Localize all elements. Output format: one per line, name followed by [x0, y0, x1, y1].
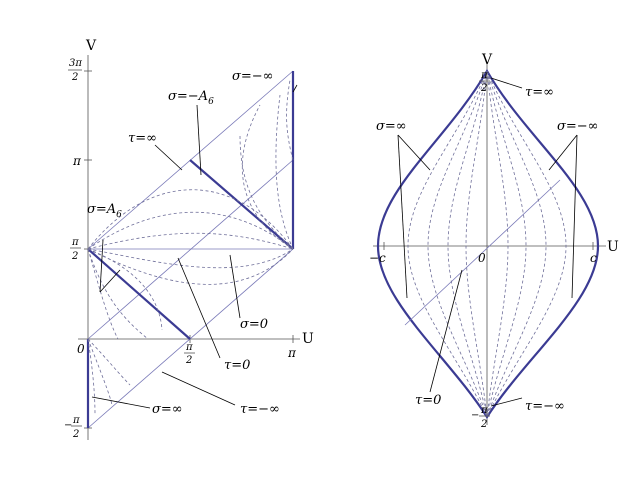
- left-label-sigma-A6: σ=A6: [87, 202, 122, 220]
- right-diagram: V U π 2 − π 2 −c 0 c τ=∞ τ=−∞ σ=∞ σ=−∞ τ…: [369, 52, 619, 430]
- left-label-tau-inf: τ=∞: [128, 131, 157, 146]
- left-tick-3pi2-den: 2: [71, 72, 78, 83]
- left-sigma-mA6-line: [189, 159, 294, 250]
- right-level-curves: [407, 70, 567, 418]
- left-label-tau-zero: τ=0: [224, 358, 250, 373]
- left-tick-mpi2-den: 2: [72, 429, 79, 440]
- right-tick-top-num: π: [480, 70, 488, 81]
- left-tick-pi-label: π: [72, 154, 82, 168]
- left-tick-pi-x-label: π: [287, 346, 297, 360]
- right-label-sigma-minf: σ=−∞: [557, 119, 599, 134]
- left-tick-pi2x-den: 2: [185, 355, 192, 366]
- left-label-sigma-minf: σ=−∞: [232, 69, 274, 84]
- left-tick-mpi2-sign: −: [64, 420, 72, 431]
- left-sigma-A6-line: [87, 248, 191, 340]
- left-tick-pi2x-num: π: [185, 342, 193, 353]
- left-axis-v-label: V: [85, 38, 97, 54]
- right-tick-bot-sign: −: [471, 410, 479, 421]
- right-label-tau-minf: τ=−∞: [525, 399, 565, 414]
- left-diagram: V U 3π 2 π π 2 0 − π 2 π 2 π σ=−∞ σ=−A6 …: [64, 38, 314, 440]
- right-tick-mc-label: −c: [369, 251, 386, 265]
- right-tick-bot-den: 2: [480, 419, 487, 430]
- left-label-sigma-zero: σ=0: [240, 317, 268, 332]
- left-tick-mpi2-num: π: [72, 415, 80, 426]
- left-diagonal-tau0: [87, 159, 294, 340]
- right-axis-u-label: U: [607, 239, 619, 255]
- right-diagonal-tau0: [404, 179, 561, 326]
- right-tick-zero: 0: [478, 251, 486, 265]
- right-label-tau-inf: τ=∞: [525, 85, 554, 100]
- left-axis-u-label: U: [302, 331, 314, 347]
- left-level-curves: [87, 79, 294, 416]
- right-tick-bot-num: π: [480, 405, 488, 416]
- left-tick-pi2-num: π: [71, 237, 79, 248]
- left-tick-3pi2-num: 3π: [69, 58, 82, 69]
- right-tick-c-label: c: [590, 251, 597, 265]
- right-annotation-arrows: [397, 77, 578, 407]
- left-label-sigma-mA6: σ=−A6: [168, 89, 214, 107]
- left-tick-zero: 0: [77, 342, 85, 356]
- left-annotation-arrows: [91, 84, 298, 409]
- right-tick-top-den: 2: [480, 83, 487, 94]
- left-label-sigma-inf: σ=∞: [152, 402, 183, 417]
- left-tick-pi2-den: 2: [71, 251, 78, 262]
- right-label-tau-zero: τ=0: [415, 393, 441, 408]
- left-boundary-lower: [87, 248, 294, 429]
- left-label-tau-minf: τ=−∞: [240, 402, 280, 417]
- right-axis-v-label: V: [481, 52, 493, 68]
- right-label-sigma-inf: σ=∞: [376, 119, 407, 134]
